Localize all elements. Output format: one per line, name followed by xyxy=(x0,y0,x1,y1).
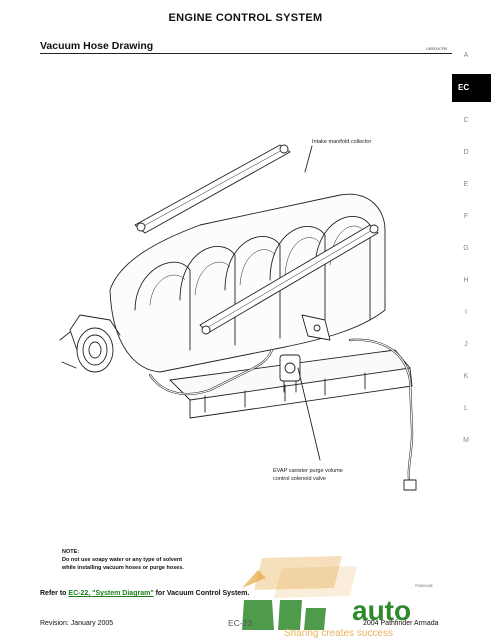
side-tab-i[interactable]: I xyxy=(465,309,467,316)
side-tab-a[interactable]: A xyxy=(463,52,469,59)
reference-line: Refer to EC-22, "System Diagram" for Vac… xyxy=(40,590,249,597)
figure-code: PBIB0048E xyxy=(415,584,434,588)
side-tab-j[interactable]: J xyxy=(464,341,468,348)
footer-model: 2004 Pathfinder Armada xyxy=(363,620,439,627)
side-tab-h[interactable]: H xyxy=(463,277,469,284)
side-tab-g[interactable]: G xyxy=(463,245,469,252)
section-title: Vacuum Hose Drawing xyxy=(40,40,154,52)
side-tab-f[interactable]: F xyxy=(463,213,469,220)
refer-prefix: Refer to xyxy=(40,590,67,597)
side-tab-d[interactable]: D xyxy=(463,149,469,156)
note-label: NOTE: xyxy=(62,549,80,555)
side-tab-e[interactable]: E xyxy=(463,181,469,188)
side-tab-c[interactable]: C xyxy=(463,117,469,124)
side-tab-ec[interactable]: EC xyxy=(452,74,491,102)
footer-revision: Revision: January 2005 xyxy=(40,620,114,627)
side-tab-m[interactable]: M xyxy=(463,437,469,444)
watermark-logo: auto Sharing creates success xyxy=(242,556,411,638)
callout-evap-solenoid-line2: control solenoid valve xyxy=(273,476,326,482)
header-divider xyxy=(40,53,452,54)
callout-intake-manifold-collector: Intake manifold collector xyxy=(312,139,372,145)
callout-evap-solenoid-line1: EVAP canister purge volume xyxy=(273,468,343,474)
footer-page-number: EC-23 xyxy=(228,618,253,628)
intake-manifold-diagram xyxy=(59,144,417,491)
note-line-1: Do not use soapy water or any type of so… xyxy=(62,557,183,563)
watermark-brand: auto xyxy=(352,595,411,626)
note-line-2: while installing vacuum hoses or purge h… xyxy=(62,565,184,571)
system-diagram-link[interactable]: EC-22, "System Diagram" xyxy=(68,590,154,597)
page-header-title: ENGINE CONTROL SYSTEM xyxy=(168,12,323,24)
side-tab-k[interactable]: K xyxy=(463,373,469,380)
installation-note: NOTE: Do not use soapy water or any type… xyxy=(62,548,184,572)
section-code: UBS00CPB xyxy=(426,46,447,51)
watermark-tagline: Sharing creates success xyxy=(284,628,393,638)
refer-suffix: for Vacuum Control System. xyxy=(155,590,250,597)
side-tab-l[interactable]: L xyxy=(464,405,468,412)
